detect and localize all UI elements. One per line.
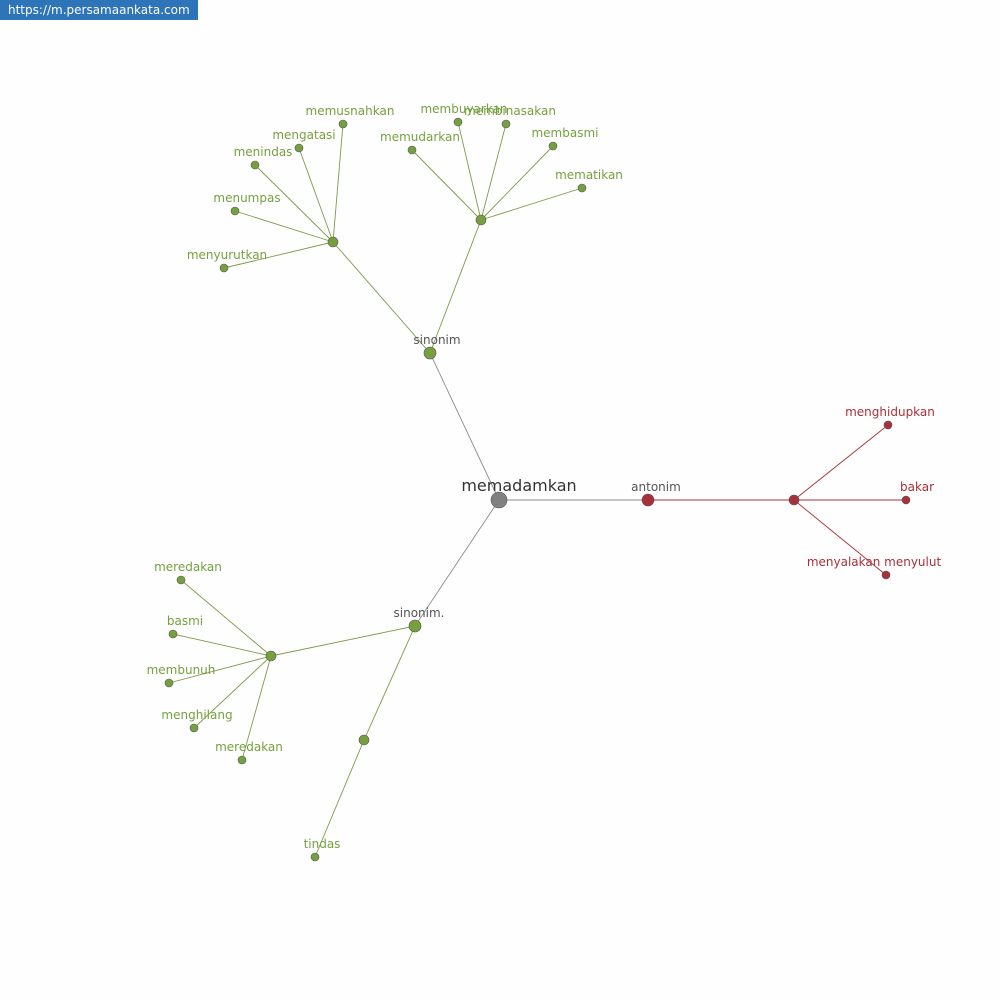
graph-labels: memadamkan sinonim sinonim. antonim memusnah…: [147, 102, 942, 851]
node-w17[interactable]: [883, 420, 893, 430]
node-ant[interactable]: [641, 493, 655, 507]
node-w2[interactable]: [294, 143, 304, 153]
label-w14[interactable]: menghilang: [161, 708, 232, 722]
label-w19[interactable]: menyalakan menyulut: [807, 555, 942, 569]
edge-h4-w16: [314, 739, 365, 858]
label-w5[interactable]: menyurutkan: [187, 248, 267, 262]
label-w17[interactable]: menghidupkan: [845, 405, 935, 419]
label-syn1[interactable]: sinonim: [413, 333, 460, 347]
label-w1[interactable]: memusnahkan: [306, 104, 395, 118]
graph-nodes: [164, 117, 911, 862]
label-syn2[interactable]: sinonim.: [394, 606, 445, 620]
node-w16[interactable]: [310, 852, 320, 862]
node-w13[interactable]: [164, 678, 174, 688]
node-h3[interactable]: [265, 650, 277, 662]
edge-h1-w5: [223, 241, 334, 269]
label-w12[interactable]: basmi: [167, 614, 203, 628]
edge-h5-w17: [793, 424, 889, 501]
edge-h2-w6: [457, 121, 482, 221]
edge-h2-w7: [480, 123, 507, 221]
node-w1[interactable]: [338, 119, 348, 129]
label-w13[interactable]: membunuh: [147, 663, 216, 677]
edge-center-syn2: [414, 499, 500, 627]
label-w7[interactable]: membinasakan: [464, 104, 556, 118]
edge-h3-w15: [241, 655, 272, 761]
node-w12[interactable]: [168, 629, 178, 639]
edge-center-syn1: [429, 352, 500, 501]
edge-syn1-h1: [332, 241, 431, 354]
label-w3[interactable]: menindas: [234, 145, 293, 159]
label-w9[interactable]: membasmi: [531, 126, 598, 140]
node-h1[interactable]: [327, 236, 339, 248]
label-ant[interactable]: antonim: [631, 480, 681, 494]
node-w3[interactable]: [250, 160, 260, 170]
edge-syn2-h3: [270, 625, 416, 657]
node-h5[interactable]: [788, 494, 800, 506]
node-h4[interactable]: [358, 734, 370, 746]
label-w2[interactable]: mengatasi: [272, 128, 335, 142]
edge-h1-w4: [234, 210, 334, 243]
node-w8[interactable]: [407, 145, 417, 155]
label-w8[interactable]: memudarkan: [380, 130, 460, 144]
edge-syn2-h4: [363, 625, 416, 741]
label-w6[interactable]: membuyarkan: [420, 102, 507, 116]
node-w9[interactable]: [548, 141, 558, 151]
node-center[interactable]: [490, 491, 508, 509]
edge-syn1-h2: [429, 219, 482, 354]
edge-h1-w1: [332, 123, 344, 243]
edge-h3-w11: [180, 579, 272, 657]
edge-h5-w19: [793, 499, 887, 576]
edge-h2-w8: [411, 149, 482, 221]
site-url-badge[interactable]: https://m.persamaankata.com: [0, 0, 198, 20]
label-center[interactable]: memadamkan: [461, 476, 576, 495]
node-syn2[interactable]: [408, 619, 422, 633]
node-w15[interactable]: [237, 755, 247, 765]
edge-h1-w3: [254, 164, 334, 243]
node-w14[interactable]: [189, 723, 199, 733]
label-w16[interactable]: tindas: [304, 837, 341, 851]
label-w15[interactable]: meredakan: [215, 740, 283, 754]
edge-h3-w12: [172, 633, 272, 657]
label-w18[interactable]: bakar: [900, 480, 934, 494]
edge-h2-w10: [480, 187, 583, 221]
node-w10[interactable]: [577, 183, 587, 193]
edge-h3-w14: [193, 655, 272, 729]
node-h2[interactable]: [475, 214, 487, 226]
label-w4[interactable]: menumpas: [213, 191, 280, 205]
node-w7[interactable]: [501, 119, 511, 129]
node-syn1[interactable]: [423, 346, 437, 360]
edge-h3-w13: [168, 655, 272, 684]
node-w4[interactable]: [230, 206, 240, 216]
graph-edges: [168, 121, 906, 858]
label-w10[interactable]: mematikan: [555, 168, 623, 182]
node-w19[interactable]: [881, 570, 891, 580]
edge-h2-w9: [480, 145, 554, 221]
edge-h1-w2: [298, 147, 334, 243]
node-w11[interactable]: [176, 575, 186, 585]
node-w6[interactable]: [453, 117, 463, 127]
label-w11[interactable]: meredakan: [154, 560, 222, 574]
node-w18[interactable]: [901, 495, 911, 505]
node-w5[interactable]: [219, 263, 229, 273]
